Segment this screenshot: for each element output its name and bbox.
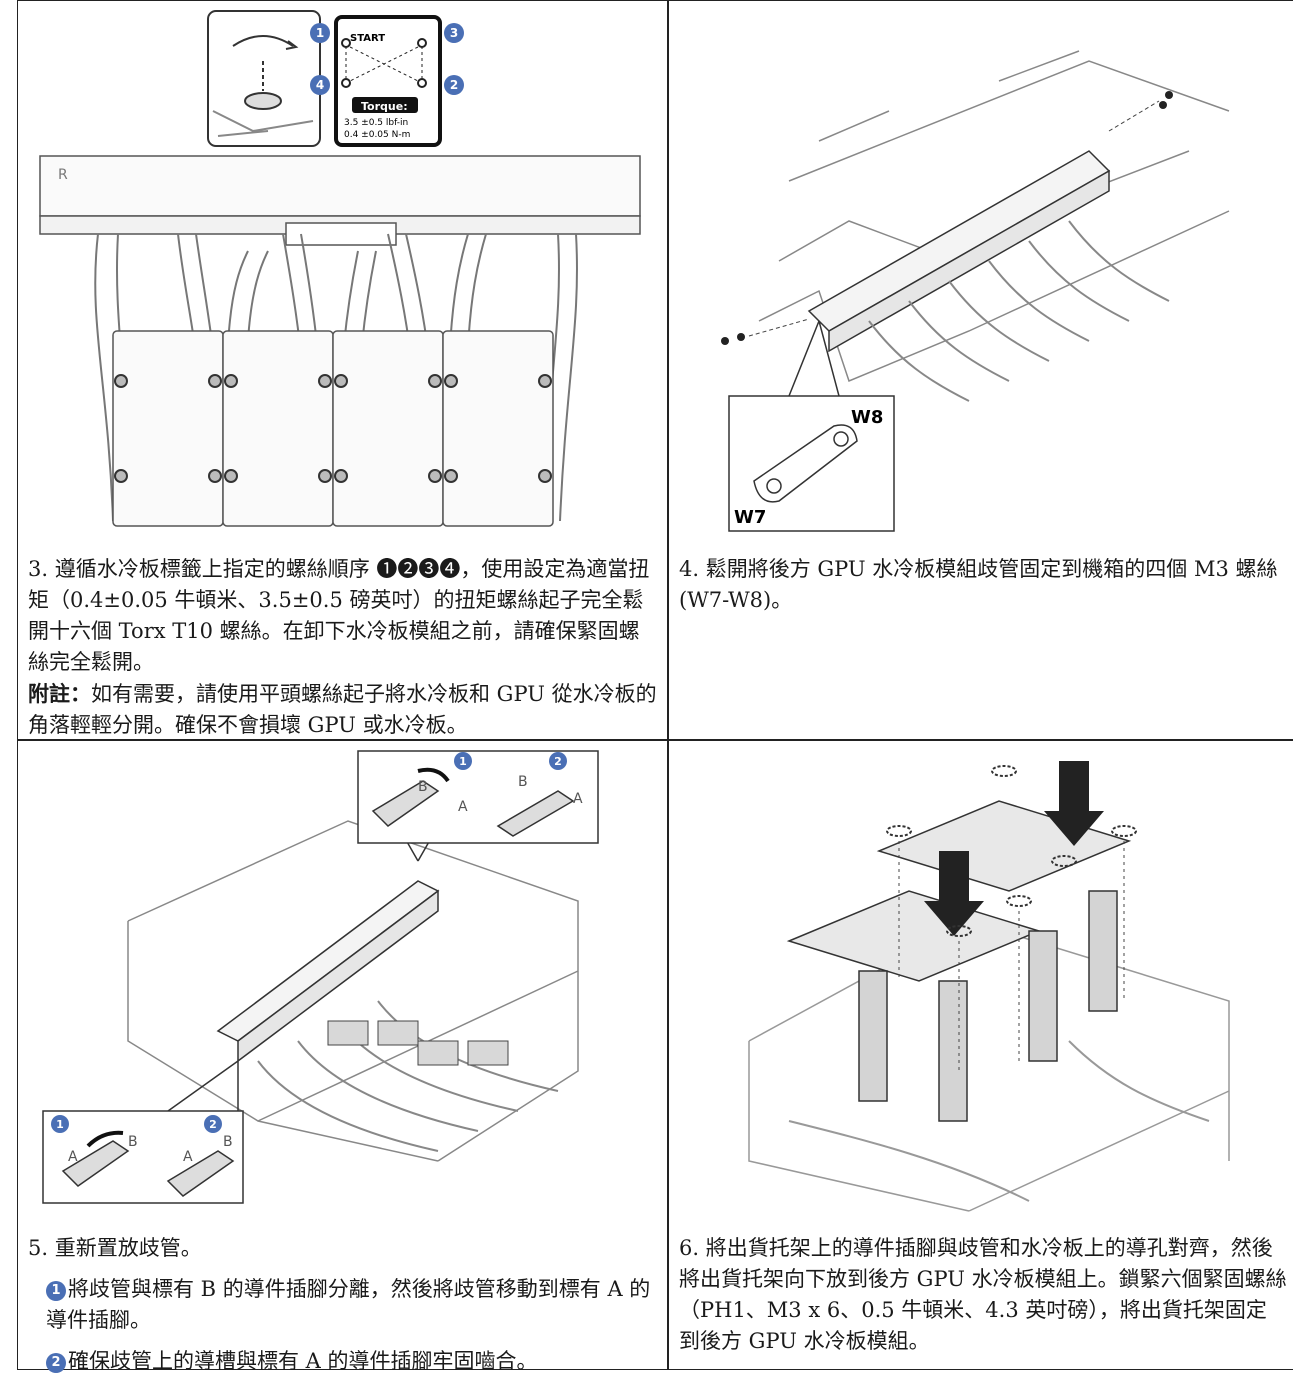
svg-text:2: 2 <box>450 78 458 92</box>
step5-instruction: 5. 重新置放歧管。 <box>28 1236 202 1260</box>
svg-text:4: 4 <box>316 78 324 92</box>
manifold-bar: R <box>39 155 641 246</box>
svg-text:R: R <box>58 167 68 183</box>
w8-label: W8 <box>851 407 883 428</box>
svg-text:A: A <box>68 1149 78 1165</box>
screw-rotate-icons <box>886 765 1137 937</box>
bracket-inset <box>753 424 858 503</box>
sequence-badges: 1 3 4 2 <box>310 23 464 95</box>
step4-text-block: 4. 鬆開將後方 GPU 水冷板模組歧管固定到機箱的四個 M3 螺絲 (W7-W… <box>679 554 1287 616</box>
step6-illustration <box>669 741 1293 1229</box>
badge-2: 2 <box>46 1353 66 1373</box>
step5-illustration: B A B A 1 2 A B A B 1 2 <box>18 741 667 1229</box>
chassis-iso <box>748 920 1230 1212</box>
step4-instruction: 4. 鬆開將後方 GPU 水冷板模組歧管固定到機箱的四個 M3 螺絲 (W7-W… <box>679 557 1278 612</box>
step6-text-block: 6. 將出貨托架上的導件插腳與歧管和水冷板上的導孔對齊，然後將出貨托架向下放到後… <box>679 1233 1287 1357</box>
step3-note: 附註：如有需要，請使用平頭螺絲起子將水冷板和 GPU 從水冷板的角落輕輕分開。確… <box>28 678 658 741</box>
svg-text:B: B <box>128 1134 138 1150</box>
manifold-iso <box>807 150 1111 353</box>
hoses-iso <box>788 1040 1210 1202</box>
down-arrows <box>924 761 1104 936</box>
svg-text:2: 2 <box>209 1118 217 1131</box>
manifold-iso <box>216 880 440 1063</box>
gpu-plates <box>327 1020 509 1066</box>
svg-text:A: A <box>183 1149 193 1165</box>
start-text: START <box>350 33 385 44</box>
screw-loosen-inset <box>207 10 321 147</box>
svg-text:1: 1 <box>459 755 467 768</box>
svg-text:B: B <box>418 779 428 795</box>
step3-illustration: START Torque: 3.5 ±0.5 lbf-in 0.4 ±0.05 … <box>18 1 667 553</box>
screw-icons <box>721 91 1173 345</box>
badge-1: 1 <box>46 1281 66 1301</box>
svg-text:2: 2 <box>554 755 562 768</box>
cold-plates <box>112 330 554 527</box>
step3-text-block: 3. 遵循水冷板標籤上指定的螺絲順序 ❶❷❸❹，使用設定為適當扭矩（0.4±0.… <box>28 554 658 741</box>
shipping-bracket <box>786 800 1132 1122</box>
torque-label: START Torque: 3.5 ±0.5 lbf-in 0.4 ±0.05 … <box>334 15 442 147</box>
torque-metric: 0.4 ±0.05 N-m <box>344 130 410 140</box>
svg-text:3: 3 <box>450 26 458 40</box>
note-text: 如有需要，請使用平頭螺絲起子將水冷板和 GPU 從水冷板的角落輕輕分開。確保不會… <box>28 682 657 737</box>
svg-text:A: A <box>573 791 583 807</box>
step6-instruction: 6. 將出貨托架上的導件插腳與歧管和水冷板上的導孔對齊，然後將出貨托架向下放到後… <box>679 1236 1287 1353</box>
torque-imperial: 3.5 ±0.5 lbf-in <box>344 118 408 128</box>
svg-text:1: 1 <box>56 1118 64 1131</box>
svg-text:B: B <box>223 1134 233 1150</box>
svg-text:B: B <box>518 774 528 790</box>
callout-box <box>728 395 895 532</box>
svg-text:1: 1 <box>316 26 324 40</box>
procedure-table: START Torque: 3.5 ±0.5 lbf-in 0.4 ±0.05 … <box>17 0 1293 1373</box>
note-label: 附註： <box>28 681 91 706</box>
plate-screws <box>114 374 552 483</box>
svg-text:A: A <box>458 799 468 815</box>
step3-instruction: 3. 遵循水冷板標籤上指定的螺絲順序 ❶❷❸❹，使用設定為適當扭矩（0.4±0.… <box>28 557 650 674</box>
torque-title: Torque: <box>361 100 408 113</box>
column-divider <box>667 1 669 1369</box>
step4-illustration: W8 W7 <box>669 1 1293 553</box>
hoses-iso <box>868 220 1170 402</box>
w7-label: W7 <box>734 507 766 528</box>
row-divider <box>18 739 1293 741</box>
